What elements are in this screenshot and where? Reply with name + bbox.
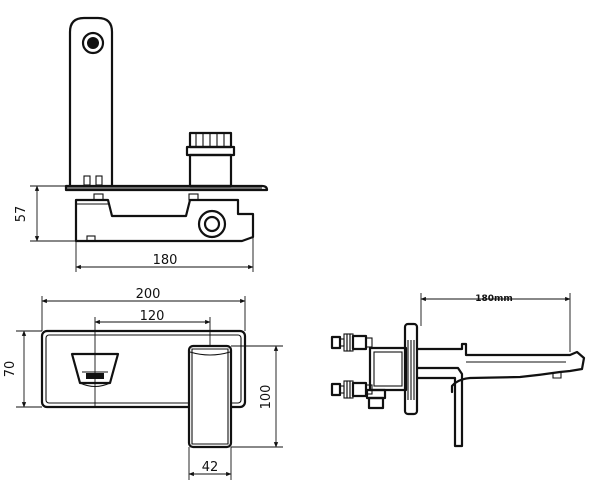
cartridge-head: [185, 131, 236, 188]
handle-pin-right: [95, 175, 103, 186]
inlet-port-top: [330, 333, 373, 352]
front-handle: [187, 344, 233, 449]
dim-plate-width: 200: [136, 287, 161, 302]
handle-hole-inner: [87, 37, 99, 49]
dim-handle-width: 42: [202, 460, 219, 475]
plan-view: 180mm: [330, 293, 586, 448]
handle-hole-outer: [81, 31, 105, 55]
cover-plate: [64, 184, 269, 192]
dim-plate-height: 70: [3, 361, 18, 378]
outlet-port: [197, 209, 227, 239]
dim-spout-to-handle: 120: [140, 309, 165, 324]
inlet-port-bottom: [330, 380, 373, 399]
plan-handle-lever: [415, 366, 464, 448]
dim-side-height: 57: [14, 206, 29, 223]
dim-side-length: 180: [153, 253, 178, 268]
plan-valve-body: [368, 346, 408, 392]
dim-projection: 180mm: [475, 294, 513, 304]
plan-spout: [415, 342, 586, 394]
handle-pin-left: [83, 175, 91, 186]
dim-handle-height: 100: [259, 385, 274, 410]
front-cover-plate: [40, 329, 247, 409]
side-elevation-view: 57 180: [14, 16, 269, 272]
handle-lever: [68, 16, 114, 187]
front-elevation-view: 200 120 70 100 42: [3, 287, 283, 480]
valve-body: [74, 198, 255, 243]
